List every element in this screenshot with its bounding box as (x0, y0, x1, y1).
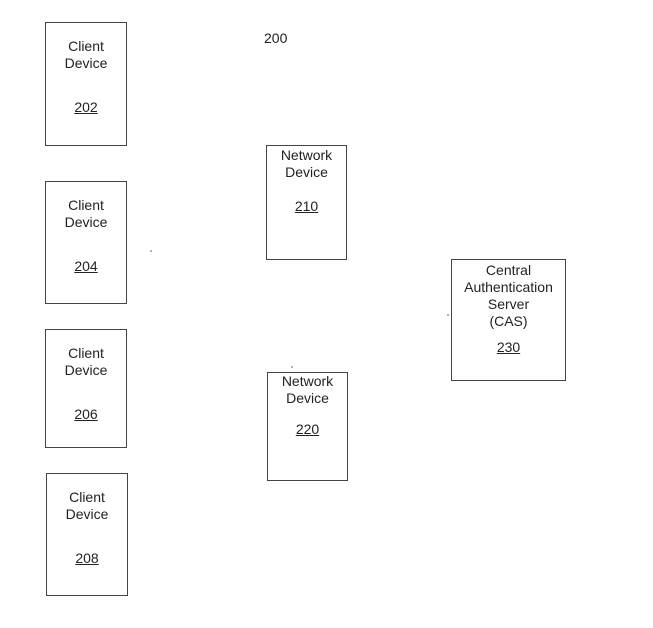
client-device-ref: 206 (74, 406, 98, 422)
figure-number: 200 (264, 30, 288, 46)
network-device-210: Network Device 210 (266, 145, 347, 260)
network-device-label: Network Device (280, 147, 333, 180)
scan-speck (291, 366, 293, 368)
client-device-label: Client Device (64, 197, 108, 230)
network-device-220: Network Device 220 (267, 372, 348, 481)
client-device-ref: 208 (75, 550, 99, 566)
scan-speck (447, 314, 449, 316)
client-device-label: Client Device (64, 38, 108, 71)
client-device-ref: 202 (74, 99, 98, 115)
client-device-208: Client Device 208 (46, 473, 128, 596)
network-device-label: Network Device (281, 373, 334, 406)
client-device-204: Client Device 204 (45, 181, 127, 304)
client-device-label: Client Device (64, 345, 108, 378)
central-authentication-server: Central Authentication Server (CAS) 230 (451, 259, 566, 381)
client-device-ref: 204 (74, 258, 98, 274)
client-device-206: Client Device 206 (45, 329, 127, 448)
network-device-ref: 210 (294, 198, 319, 214)
cas-label: Central Authentication Server (CAS) (464, 262, 553, 329)
network-device-ref: 220 (295, 421, 320, 437)
client-device-label: Client Device (65, 489, 109, 522)
scan-speck (150, 250, 152, 252)
client-device-202: Client Device 202 (45, 22, 127, 146)
cas-ref: 230 (496, 339, 521, 355)
